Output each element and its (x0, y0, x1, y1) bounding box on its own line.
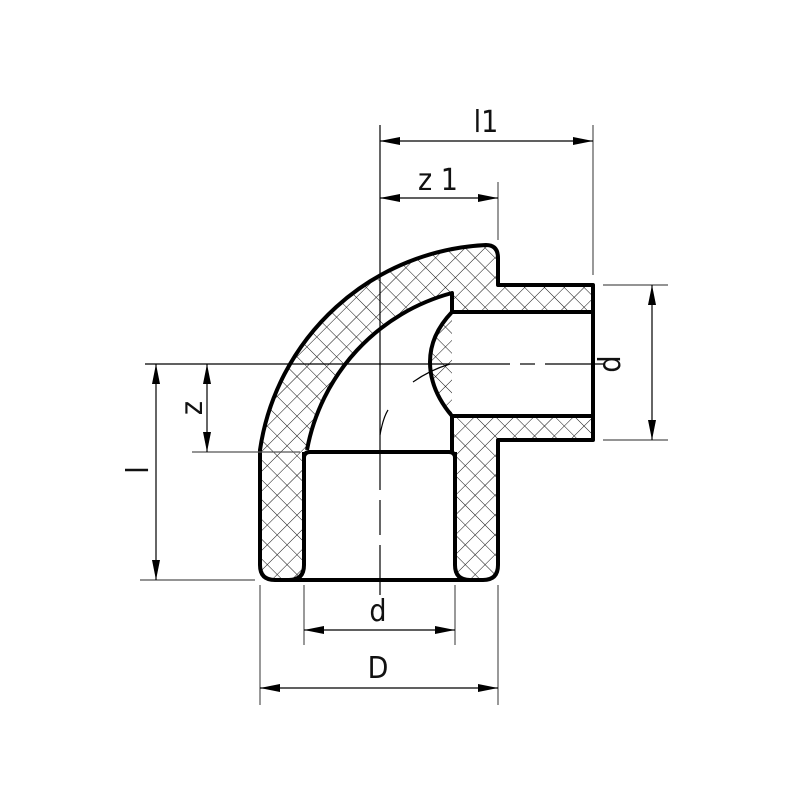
dimension-labels: l1 z 1 d z l d D (121, 105, 628, 686)
fitting-body (260, 245, 593, 580)
label-D: D (368, 651, 389, 686)
label-z: z (175, 401, 210, 415)
label-z1: z 1 (418, 163, 458, 198)
label-d-right: d (593, 355, 628, 372)
dimension-lines (152, 137, 656, 692)
label-d-bottom: d (369, 594, 386, 629)
label-l1: l1 (474, 105, 499, 140)
label-l: l (121, 466, 156, 474)
